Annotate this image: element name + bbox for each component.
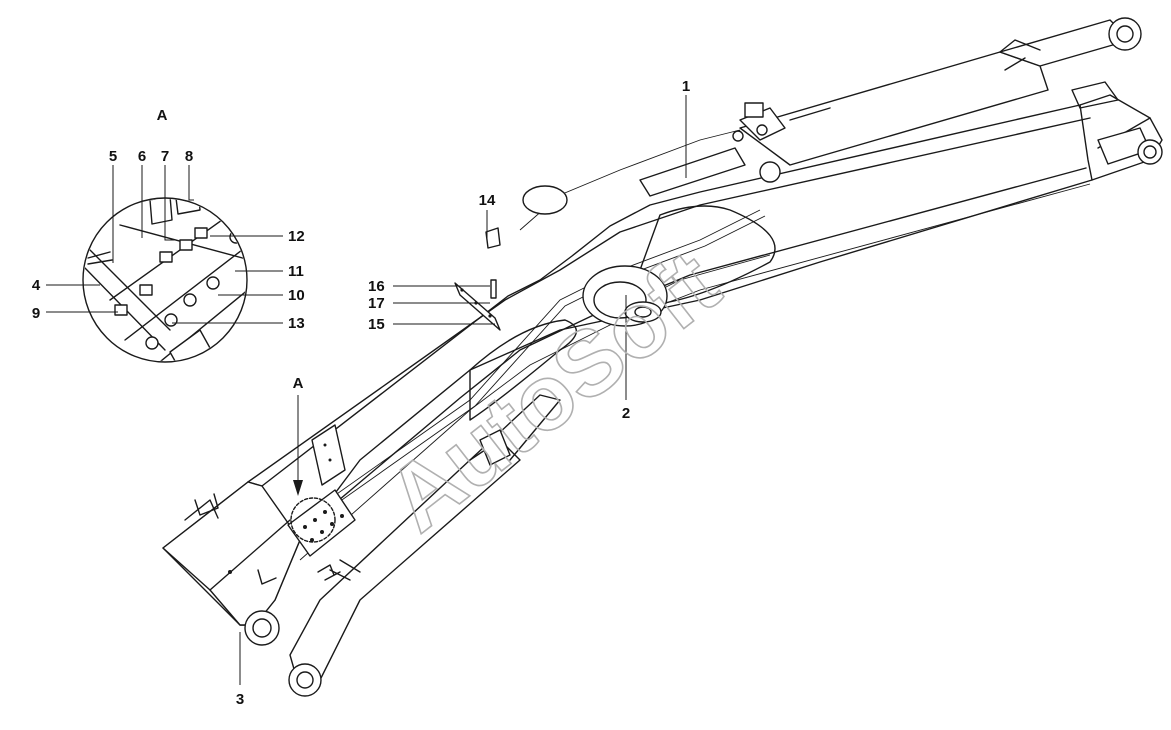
boom-foot [162, 481, 301, 626]
boom-lower-stripe [281, 167, 1087, 549]
callout-15: 15 [368, 316, 385, 333]
boom-top-edge [247, 117, 1091, 483]
callout-16: 16 [368, 278, 385, 295]
callout-4: 4 [32, 277, 41, 294]
boom-tip-pin [1137, 139, 1163, 165]
view-label-detail-a: A [157, 107, 168, 124]
callout-7: 7 [161, 148, 169, 165]
callout-6: 6 [138, 148, 146, 165]
manifold-block [287, 424, 356, 581]
detail-a-view [82, 197, 248, 363]
callout-12: 12 [288, 228, 305, 245]
callout-1: 1 [682, 78, 690, 95]
callout-17: 17 [368, 295, 385, 312]
view-label-arrow-a: A [293, 375, 304, 392]
boom-foot-pin [244, 610, 280, 646]
view-a-arrow [293, 395, 303, 496]
lower-arm [288, 394, 561, 697]
callout-9: 9 [32, 305, 40, 322]
valve-block [639, 102, 831, 197]
callout-11: 11 [288, 263, 304, 280]
mounting-ring [582, 265, 668, 327]
callout-3: 3 [236, 691, 244, 708]
callout-14: 14 [479, 192, 496, 209]
callout-5: 5 [109, 148, 117, 165]
callout-8: 8 [185, 148, 193, 165]
boom-recess-lower [469, 319, 577, 421]
callout-10: 10 [288, 287, 305, 304]
boom-cylinder [739, 17, 1142, 166]
leader-lines [46, 95, 687, 685]
callout-labels: 1 2 3 4 5 6 7 8 9 10 11 12 13 14 15 16 1… [32, 78, 690, 708]
callout-13: 13 [288, 315, 305, 332]
hose-bracket-14 [485, 185, 568, 249]
callout-2: 2 [622, 405, 630, 422]
